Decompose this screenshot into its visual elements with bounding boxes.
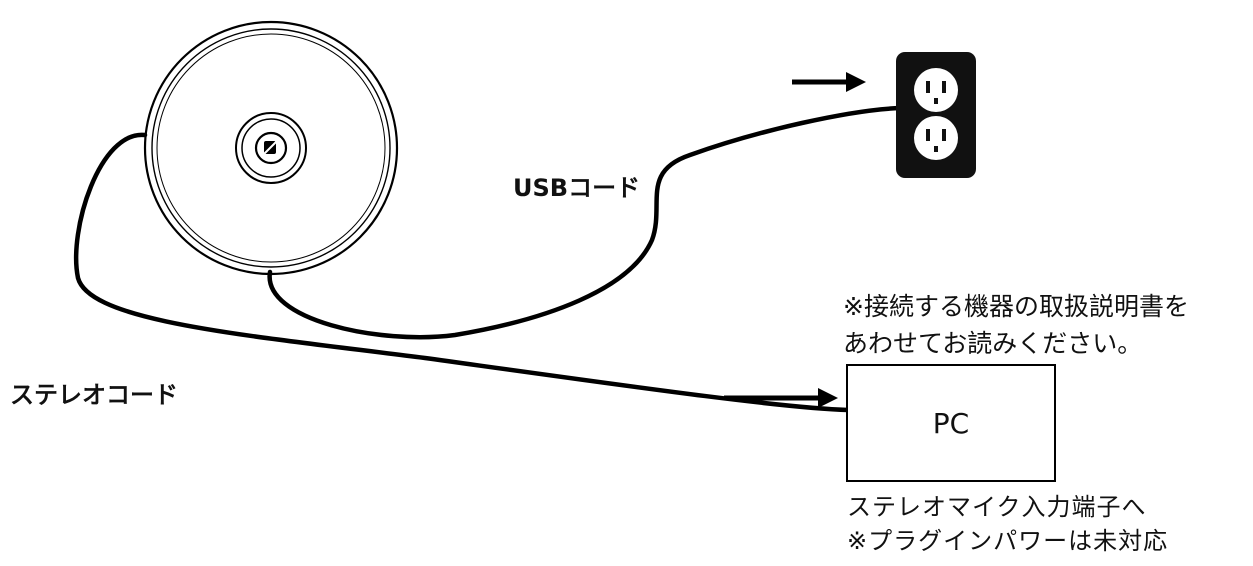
arrow-right-icon (724, 388, 838, 408)
arrow-right-icon (792, 72, 866, 92)
stereo-cord-line (73, 132, 851, 413)
mute-icon (261, 137, 281, 157)
usb-cord-label: USBコード (513, 174, 641, 202)
pc-label: PC (932, 406, 970, 440)
usb-cord-line (267, 105, 903, 340)
input-note: ステレオマイク入力端子へ ※プラグインパワーは未対応 (847, 490, 1168, 558)
input-note-line-1: ステレオマイク入力端子へ (847, 493, 1147, 521)
power-outlet-icon (896, 52, 976, 178)
manual-note-line-1: ※接続する機器の取扱説明書を (843, 292, 1189, 321)
speakerphone-device-icon (143, 20, 399, 276)
manual-note: ※接続する機器の取扱説明書を あわせてお読みください。 (843, 288, 1189, 362)
stereo-cord-label: ステレオコード (10, 381, 178, 409)
input-note-line-2: ※プラグインパワーは未対応 (847, 527, 1169, 555)
pc-box (846, 364, 1056, 482)
manual-note-line-2: あわせてお読みください。 (843, 329, 1143, 358)
